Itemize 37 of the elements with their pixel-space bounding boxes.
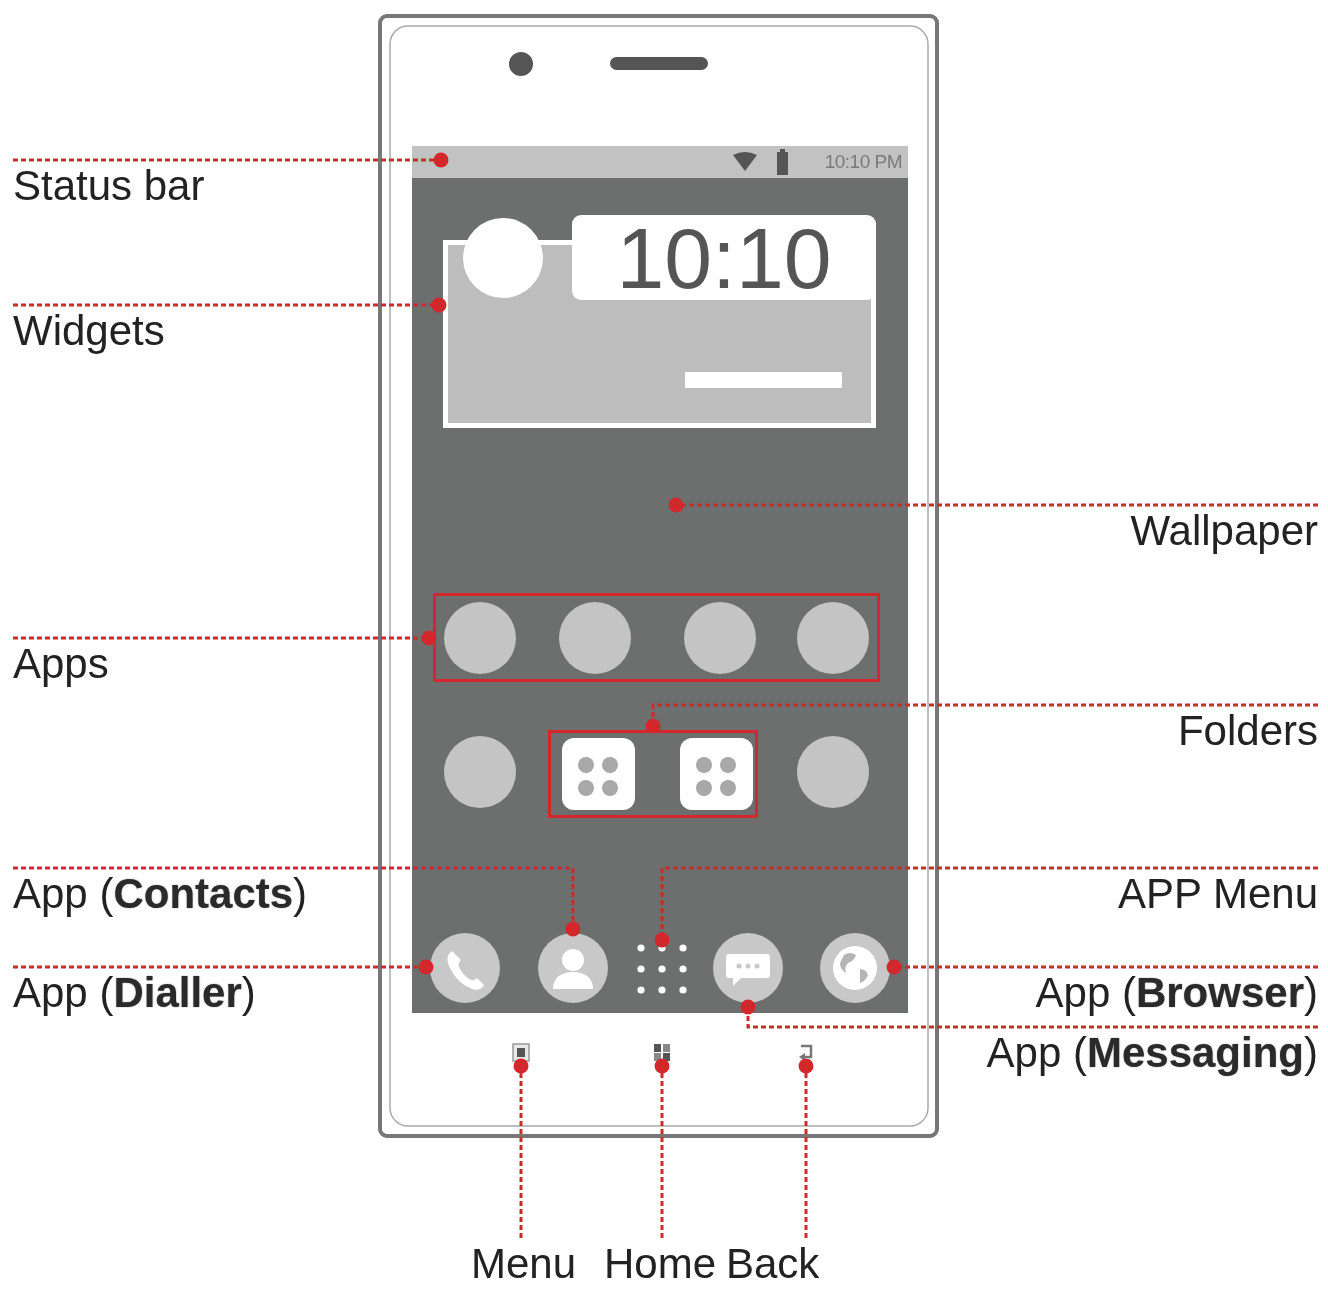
leader-line (13, 959, 434, 975)
wallpaper-screen (412, 146, 908, 1013)
grid-icon (653, 1043, 671, 1062)
callout-label: APP Menu (1118, 868, 1318, 916)
leader-line (513, 1058, 529, 1238)
leader-line (13, 297, 447, 313)
leader-line (654, 866, 1318, 948)
leader-line (740, 999, 1318, 1029)
leader-line (886, 959, 1318, 975)
callout-label: App (Messaging) (986, 1027, 1318, 1075)
status-time: 10:10 PM (824, 150, 902, 174)
callout-label: Back (726, 1238, 820, 1286)
leader-line (13, 152, 449, 168)
clock-widget (443, 215, 876, 428)
callout-label: Widgets (13, 305, 165, 353)
highlight-frame (548, 730, 758, 818)
leader-line (654, 1058, 670, 1238)
callout-label: App (Contacts) (13, 868, 308, 916)
callout-label: Apps (13, 638, 109, 686)
leader-line (798, 1058, 814, 1238)
callout-label: Wallpaper (1130, 505, 1318, 553)
callout-label: App (Dialler) (13, 967, 256, 1015)
square-icon (512, 1043, 530, 1062)
leader-line (13, 630, 437, 646)
status-bar (412, 146, 908, 178)
leader-line (13, 866, 581, 937)
callout-label: Folders (1177, 705, 1318, 753)
leader-line (668, 497, 1318, 513)
leader-line (645, 703, 1318, 734)
clock-time: 10:10 (572, 215, 876, 300)
callout-label: Menu (471, 1238, 577, 1286)
highlight-frame (433, 593, 880, 682)
callout-label: App (Browser) (1035, 967, 1318, 1015)
callout-label: Home (604, 1238, 717, 1286)
return-arrow-icon (797, 1042, 815, 1062)
dot-grid-icon (637, 944, 687, 996)
callout-label: Status bar (13, 160, 205, 208)
